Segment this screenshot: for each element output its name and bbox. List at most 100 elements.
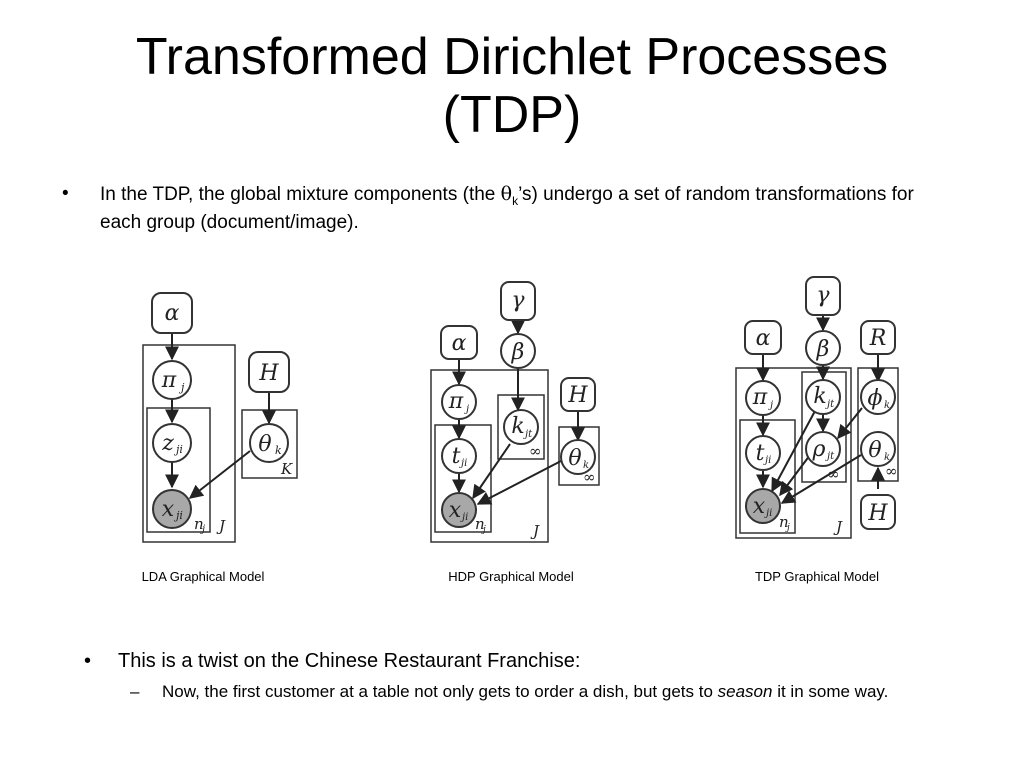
t-sub: ji bbox=[763, 455, 771, 466]
H-node bbox=[560, 377, 596, 412]
x-node-observed bbox=[441, 492, 477, 528]
pi-node bbox=[745, 380, 781, 416]
t-label: t bbox=[452, 444, 461, 469]
theta-subscript: k bbox=[512, 193, 519, 208]
t-node bbox=[441, 438, 477, 474]
R-label: R bbox=[869, 326, 887, 351]
beta-label: β bbox=[511, 340, 525, 365]
theta-sub: k bbox=[275, 444, 282, 457]
theta-node bbox=[249, 423, 289, 463]
pi-label: π bbox=[752, 385, 768, 410]
H-label: H bbox=[867, 501, 888, 526]
theta-node bbox=[860, 431, 896, 467]
slide-title: Transformed Dirichlet Processes (TDP) bbox=[0, 28, 1024, 144]
phi-label: ϕ bbox=[868, 386, 883, 411]
hdp-graphical-model: γ β α π j k jt ∞ t ji x ji H θ k ∞ n j J bbox=[430, 281, 600, 543]
phi-sub: k bbox=[884, 400, 890, 411]
alpha-node bbox=[744, 320, 782, 355]
title-line-1: Transformed Dirichlet Processes bbox=[135, 28, 889, 86]
x-node-observed bbox=[152, 489, 192, 529]
bullet-mark: • bbox=[84, 650, 92, 672]
sub-bullet-prefix: Now, the first customer at a table not o… bbox=[162, 682, 718, 701]
H-node bbox=[248, 351, 290, 393]
pi-label: π bbox=[448, 389, 464, 414]
tdp-caption: TDP Graphical Model bbox=[754, 569, 880, 584]
x-label: x bbox=[753, 494, 766, 519]
k-sub: jt bbox=[523, 429, 533, 440]
t-sub: ji bbox=[459, 458, 467, 469]
H-node bbox=[860, 494, 896, 530]
pi-node bbox=[152, 360, 192, 400]
plate-kjt bbox=[497, 394, 545, 460]
x-sub: ji bbox=[460, 512, 468, 523]
theta-label: θ bbox=[568, 446, 581, 471]
plate-J bbox=[735, 367, 852, 539]
plate-nj-label: n bbox=[779, 513, 789, 531]
theta-node bbox=[560, 439, 596, 475]
bullet-text-prefix: In the TDP, the global mixture component… bbox=[100, 184, 501, 205]
plate-nj-label: n bbox=[475, 515, 485, 533]
inf-label-theta: ∞ bbox=[885, 462, 898, 480]
pi-node bbox=[441, 384, 477, 420]
phi-node bbox=[860, 379, 896, 415]
bullet-mark: • bbox=[62, 183, 69, 204]
dash-mark: – bbox=[130, 682, 140, 701]
tdp-graphical-model: γ β α R π j k jt ϕ k t ji ρ jt ∞ θ k ∞ x… bbox=[735, 276, 899, 539]
rho-sub: jt bbox=[825, 451, 835, 462]
inf-label-theta: ∞ bbox=[583, 468, 596, 486]
hdp-caption: HDP Graphical Model bbox=[448, 569, 574, 584]
lda-caption: LDA Graphical Model bbox=[141, 569, 265, 584]
k-sub: jt bbox=[825, 399, 835, 410]
inf-label-rho: ∞ bbox=[827, 465, 840, 483]
theta-label: θ bbox=[258, 432, 271, 457]
z-node bbox=[152, 423, 192, 463]
t-node bbox=[745, 435, 781, 471]
theta-label: θ bbox=[868, 438, 881, 463]
theta-sub: k bbox=[884, 452, 890, 463]
plate-J bbox=[142, 344, 236, 543]
rho-label: ρ bbox=[812, 437, 826, 462]
alpha-node bbox=[151, 292, 193, 334]
rho-node bbox=[805, 431, 841, 467]
alpha-label: α bbox=[452, 331, 467, 356]
bullet-text: This is a twist on the Chinese Restauran… bbox=[118, 650, 581, 672]
plate-J-label: J bbox=[530, 522, 540, 540]
title-line-2: (TDP) bbox=[442, 86, 582, 144]
x-label: x bbox=[449, 498, 462, 523]
pi-label: π bbox=[161, 368, 177, 393]
gamma-node bbox=[805, 276, 841, 316]
k-label: k bbox=[511, 414, 524, 439]
sub-bullet-text: Now, the first customer at a table not o… bbox=[162, 680, 972, 704]
plate-nj bbox=[146, 407, 211, 533]
R-node bbox=[860, 320, 896, 355]
beta-node bbox=[500, 333, 536, 369]
plate-J-label: J bbox=[833, 518, 843, 536]
t-label: t bbox=[756, 441, 765, 466]
theta-sub: k bbox=[583, 460, 589, 471]
x-label: x bbox=[162, 497, 175, 522]
plate-J bbox=[430, 369, 549, 543]
x-node-observed bbox=[745, 488, 781, 524]
inf-label-k: ∞ bbox=[529, 442, 542, 460]
gamma-label: γ bbox=[511, 288, 525, 313]
alpha-label: α bbox=[165, 301, 180, 326]
plate-nj bbox=[434, 424, 492, 533]
lda-graphical-model: α π j z ji x ji H θ k n j J K bbox=[142, 292, 298, 543]
gamma-node bbox=[500, 281, 536, 321]
k-node bbox=[503, 409, 539, 445]
H-label: H bbox=[258, 361, 279, 386]
beta-node bbox=[805, 330, 841, 366]
x-sub: ji bbox=[764, 508, 772, 519]
plate-nj-sub: j bbox=[200, 524, 205, 535]
theta-symbol: θ bbox=[500, 183, 513, 205]
x-sub: ji bbox=[173, 509, 183, 522]
bullet-text-suffix: ’s) undergo a set of random transformati… bbox=[100, 184, 914, 233]
plate-nj-label: n bbox=[194, 515, 204, 533]
k-node bbox=[805, 379, 841, 415]
bullet-text: In the TDP, the global mixture component… bbox=[100, 183, 960, 234]
plate-nj-sub: j bbox=[481, 525, 486, 535]
pi-sub: j bbox=[768, 400, 773, 411]
H-label: H bbox=[567, 383, 588, 408]
z-sub: ji bbox=[173, 443, 183, 456]
z-label: z bbox=[161, 431, 174, 456]
